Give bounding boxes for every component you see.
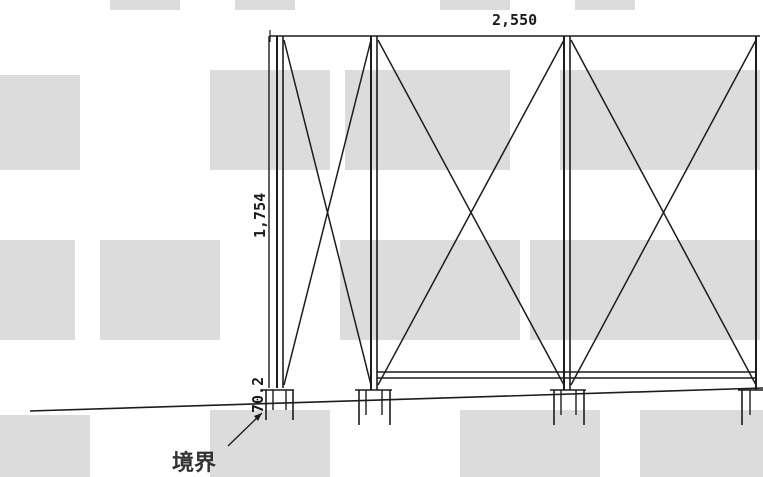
offset-dimension-label: 70.2: [249, 377, 267, 413]
frame-columns: [276, 36, 757, 390]
cross-brace-bay-1: [283, 39, 372, 386]
base-jacks: [261, 389, 763, 425]
bottom-runners: [377, 371, 756, 379]
width-dimension-label: 2,550: [492, 11, 537, 29]
cross-brace-bay-2: [377, 39, 565, 386]
ground-line: [29, 387, 763, 412]
boundary-label: 境界: [172, 450, 216, 476]
height-dimension-label: 1,754: [251, 193, 269, 238]
cross-brace-bay-3: [570, 39, 757, 386]
boundary-leader-arrow: [254, 413, 262, 421]
